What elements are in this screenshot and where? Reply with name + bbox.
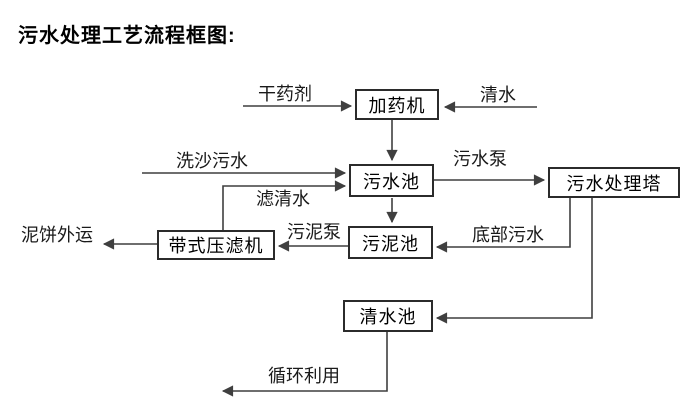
edge-label-sand-washing-sewage: 洗沙污水 (176, 151, 248, 171)
edge-label-sewage-pump: 污水泵 (453, 149, 507, 169)
arrow-tower-to-clean-pool (435, 198, 593, 324)
node-sewage-pool-label: 污水池 (363, 171, 420, 192)
edge-label-filtered-water: 滤清水 (256, 189, 310, 209)
node-clean-water-pool: 清水池 (343, 300, 433, 332)
node-clean-water-pool-label: 清水池 (359, 307, 417, 327)
edge-label-mud-cake-out: 泥饼外运 (21, 225, 93, 245)
edge-label-sludge-pump: 污泥泵 (287, 222, 341, 242)
node-treatment-tower: 污水处理塔 (548, 167, 680, 198)
diagram-title: 污水处理工艺流程框图: (18, 25, 236, 47)
node-sludge-pool-label: 污泥池 (362, 233, 419, 254)
node-treatment-tower-label: 污水处理塔 (566, 173, 662, 194)
arrow-clean-pool-to-recycle (221, 332, 388, 397)
node-belt-filter-press-label: 带式压滤机 (168, 236, 264, 256)
arrow-bottom-sewage-to-sludge (435, 198, 571, 253)
node-sludge-pool: 污泥池 (348, 226, 433, 259)
arrow-filtered-water-to-sewage (222, 180, 347, 230)
edge-label-recycle-use: 循环利用 (268, 366, 340, 386)
edge-label-bottom-sewage: 底部污水 (472, 225, 544, 245)
node-dosing-machine-label: 加药机 (368, 95, 426, 116)
node-dosing-machine: 加药机 (355, 89, 439, 120)
edge-label-clean-water: 清水 (480, 85, 516, 105)
node-belt-filter-press: 带式压滤机 (157, 230, 275, 260)
node-sewage-pool: 污水池 (349, 164, 434, 197)
edge-label-dry-agent: 干药剂 (258, 84, 312, 104)
